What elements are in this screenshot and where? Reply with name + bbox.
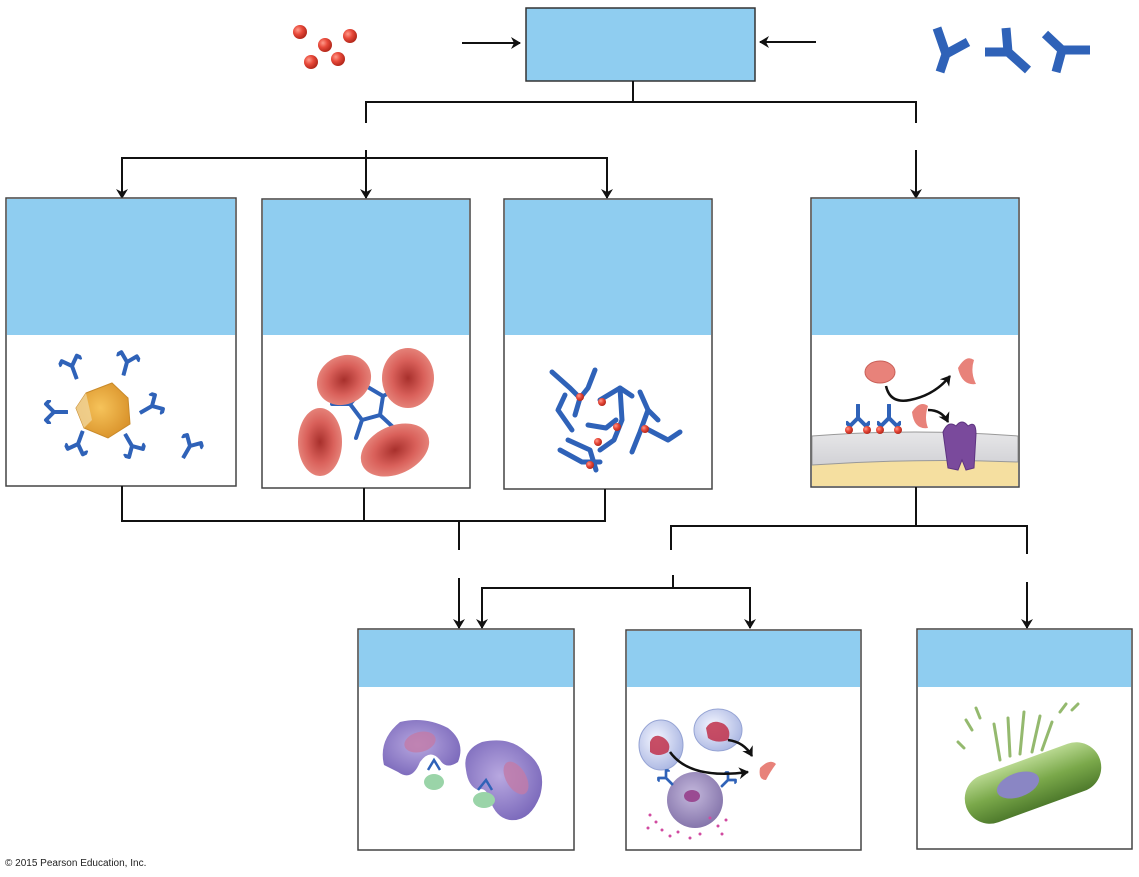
receptor-protein-icon <box>942 421 977 471</box>
virus-icon <box>75 382 131 439</box>
panel-6-label-box <box>627 631 860 687</box>
top-label-box <box>525 7 756 82</box>
bacterium-icon <box>964 742 1102 824</box>
panel-4 <box>810 197 1020 488</box>
panel-1-label-box <box>7 199 235 335</box>
engulfed-particles-icon <box>424 757 495 808</box>
panel-6 <box>625 629 862 851</box>
panel-7 <box>916 628 1133 850</box>
lower-connectors <box>121 486 1033 629</box>
macrophages-icon <box>382 720 543 821</box>
antigen-dots-icon <box>576 393 649 469</box>
top-connector <box>116 81 922 199</box>
panel-1 <box>5 197 237 487</box>
cytoplasm-leak-icon <box>956 702 1080 762</box>
panel-3 <box>503 198 713 490</box>
lysis-arrows-icon <box>668 738 754 780</box>
target-cell-fragment-icon <box>759 761 776 780</box>
antigen-particles-icon <box>293 25 357 69</box>
red-blood-cells-icon <box>298 348 434 477</box>
panel-2 <box>261 198 471 489</box>
granules-icon <box>646 813 728 840</box>
curved-arrows-icon <box>884 375 951 423</box>
panel-5 <box>357 628 575 851</box>
panel-5-label-box <box>359 630 573 687</box>
antibody-y-icon <box>932 26 1090 74</box>
panel-3-label-box <box>505 200 711 335</box>
panel-4-label-box <box>812 199 1018 335</box>
cell-membrane-icon <box>811 431 1019 486</box>
copyright: © 2015 Pearson Education, Inc. <box>5 858 146 869</box>
panel-7-label-box <box>918 630 1131 687</box>
nk-cell-icon <box>655 767 739 828</box>
membrane-antibodies-icon <box>845 404 902 434</box>
toxin-molecules-icon <box>864 358 976 429</box>
panel-2-label-box <box>263 200 469 335</box>
